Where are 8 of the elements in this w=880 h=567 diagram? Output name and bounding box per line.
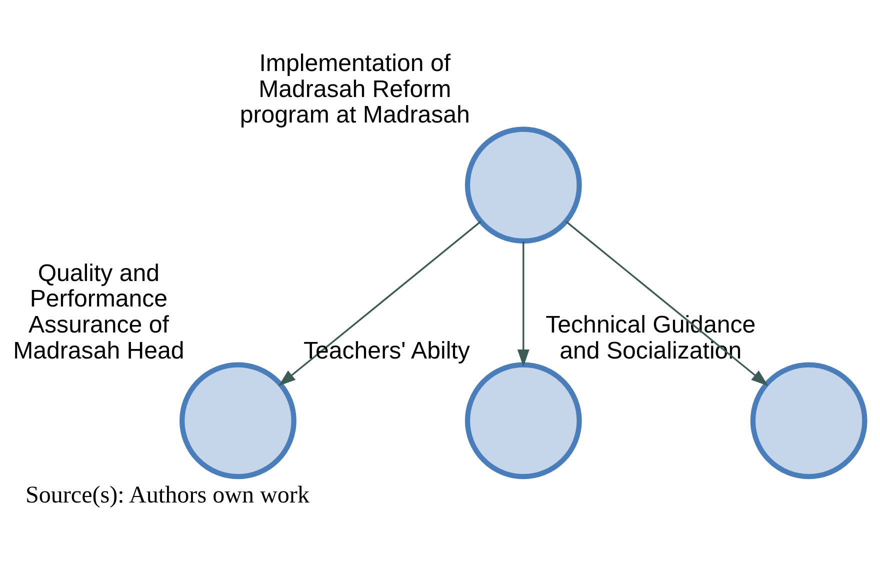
- arrow: [278, 220, 482, 386]
- caption: Source(s): Authors own work: [25, 482, 310, 508]
- node-circle: [464, 126, 582, 244]
- node-circle: [464, 362, 582, 479]
- arrow: [517, 240, 530, 366]
- node-label: Implementation of Madrasah Reform program at Madrasah: [240, 50, 470, 128]
- node-label: Quality and Performance Assurance of Madrasah Head: [13, 259, 184, 364]
- arrow: [566, 220, 768, 386]
